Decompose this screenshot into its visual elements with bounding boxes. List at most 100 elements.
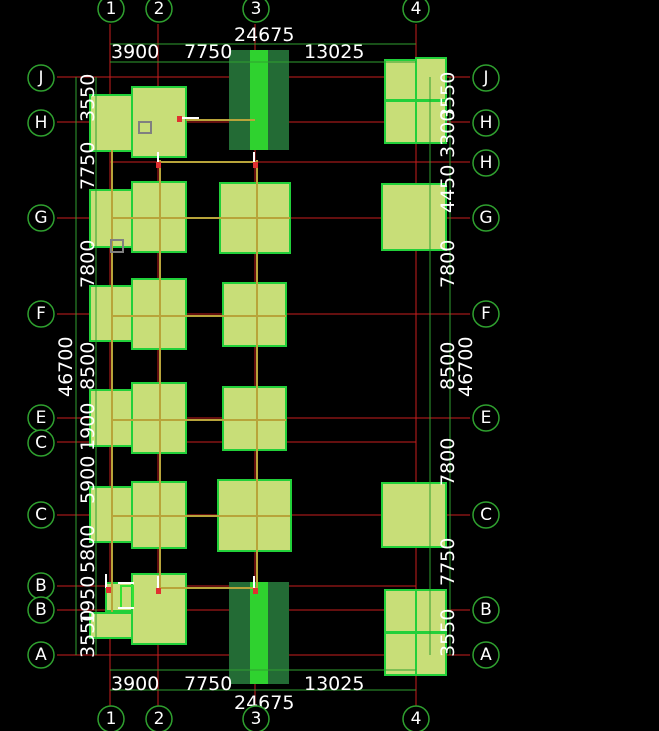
svg-text:H: H (35, 113, 48, 133)
axis-bubble-left-C[interactable]: C (27, 501, 55, 529)
shear-wall-top-core (250, 50, 268, 150)
shear-wall-bottom-core (250, 582, 268, 684)
svg-text:B: B (35, 576, 47, 596)
dim-left-seg-4: 8500 (77, 342, 99, 390)
svg-text:1: 1 (106, 709, 117, 729)
footing-4-J1[interactable] (384, 59, 417, 101)
footing-4-A1[interactable] (384, 632, 417, 676)
dim-right-seg-6: 7800 (437, 438, 459, 486)
dim-top-seg-2: 7750 (184, 41, 232, 63)
marker-dot-5 (177, 116, 182, 122)
dim-left-seg-8: 1950 (77, 576, 99, 624)
axis-bubble-left-E[interactable]: E (27, 404, 55, 432)
axis-bubble-left-A[interactable]: A (27, 641, 55, 669)
axis-bubble-left-B[interactable]: B (27, 596, 55, 624)
svg-text:2: 2 (154, 0, 165, 19)
footing-4-B1[interactable] (384, 589, 417, 633)
axis-bubble-right-F[interactable]: F (472, 300, 500, 328)
dim-bottom-seg-1: 3900 (111, 673, 159, 695)
column-markers (105, 116, 258, 609)
dim-bottom-seg-2: 7750 (184, 673, 232, 695)
dim-left-total-label: 46700 (55, 337, 77, 397)
svg-text:B: B (35, 600, 47, 620)
svg-text:3: 3 (251, 0, 262, 19)
axis-bubble-right-G[interactable]: G (472, 204, 500, 232)
axis-bubble-top-2[interactable]: 2 (145, 0, 173, 23)
shear-walls (229, 50, 289, 684)
footing-3-E[interactable] (222, 386, 287, 451)
axis-bubble-right-C[interactable]: C (472, 501, 500, 529)
axis-bubble-bottom-2[interactable]: 2 (145, 705, 173, 731)
marker-dot-4 (253, 588, 258, 594)
svg-text:1: 1 (106, 0, 117, 19)
axis-bubble-bottom-3[interactable]: 3 (242, 705, 270, 731)
axis-bubble-right-E[interactable]: E (472, 404, 500, 432)
dim-right-seg-8: 3550 (437, 609, 459, 657)
dim-left-seg-6: 5900 (77, 456, 99, 504)
dim-right-seg-7: 7750 (437, 538, 459, 586)
svg-text:3: 3 (251, 709, 262, 729)
marker-square-2 (110, 239, 124, 253)
marker-dot-3 (156, 588, 161, 594)
axis-bubble-left-C-upper[interactable]: C (27, 429, 55, 457)
axis-bubble-right-B[interactable]: B (472, 596, 500, 624)
dim-bottom-seg-3: 13025 (304, 673, 364, 695)
svg-text:G: G (34, 208, 47, 228)
marker-dot-6 (106, 587, 111, 593)
axis-bubble-top-4[interactable]: 4 (402, 0, 430, 23)
svg-text:4: 4 (411, 709, 422, 729)
axis-bubbles: 1 2 3 4 1 2 3 4 (27, 0, 500, 731)
svg-text:C: C (480, 505, 492, 525)
dim-right-total-label: 46700 (455, 337, 477, 397)
svg-text:B: B (480, 600, 492, 620)
axis-bubble-left-J[interactable]: J (27, 64, 55, 92)
svg-text:F: F (481, 304, 491, 324)
footing-3-F[interactable] (222, 282, 287, 347)
dim-left-seg-5: 1900 (77, 403, 99, 451)
footing-4-G[interactable] (381, 183, 447, 251)
footing-4-H2[interactable] (415, 100, 447, 144)
axis-bubble-left-G[interactable]: G (27, 204, 55, 232)
axis-bubble-top-1[interactable]: 1 (97, 0, 125, 23)
svg-text:F: F (36, 304, 46, 324)
dim-left-seg-1: 3550 (77, 74, 99, 122)
dim-right-seg-1: 3550 (437, 72, 459, 120)
dim-left-seg-9: 3550 (77, 610, 99, 658)
axis-bubble-right-A[interactable]: A (472, 641, 500, 669)
dimension-labels: 24675 3900 7750 13025 3900 7750 13025 24… (55, 24, 477, 714)
svg-text:2: 2 (154, 709, 165, 729)
footing-4-H1[interactable] (384, 100, 417, 144)
axis-bubble-right-H[interactable]: H (472, 109, 500, 137)
axis-bubble-top-3[interactable]: 3 (242, 0, 270, 23)
dim-right-seg-2: 3300 (437, 110, 459, 158)
svg-text:C: C (35, 433, 47, 453)
svg-text:G: G (479, 208, 492, 228)
svg-text:H: H (480, 153, 493, 173)
dim-right-seg-5: 8500 (437, 342, 459, 390)
dim-left-seg-7: 5800 (77, 525, 99, 573)
dim-top-total-label: 24675 (234, 24, 294, 46)
svg-text:E: E (481, 408, 492, 428)
footing-4-A2[interactable] (415, 632, 447, 676)
svg-text:J: J (37, 68, 43, 88)
axis-bubble-left-H[interactable]: H (27, 109, 55, 137)
footing-1-J[interactable] (89, 94, 135, 152)
axis-bubble-bottom-4[interactable]: 4 (402, 705, 430, 731)
svg-text:4: 4 (411, 0, 422, 19)
marker-dot-2 (253, 162, 258, 168)
axis-bubble-bottom-1[interactable]: 1 (97, 705, 125, 731)
dim-left-seg-2: 7750 (77, 142, 99, 190)
axis-bubble-left-F[interactable]: F (27, 300, 55, 328)
svg-text:C: C (35, 505, 47, 525)
svg-text:J: J (482, 68, 488, 88)
dimension-lines (75, 43, 451, 691)
dim-right-seg-4: 7800 (437, 240, 459, 288)
dim-right-seg-3: 4450 (437, 165, 459, 213)
axis-bubble-right-J[interactable]: J (472, 64, 500, 92)
axis-bubble-right-H-lower[interactable]: H (472, 149, 500, 177)
footing-4-C[interactable] (381, 482, 447, 548)
axis-bubble-left-B-upper[interactable]: B (27, 572, 55, 600)
dim-left-seg-3: 7800 (77, 240, 99, 288)
svg-text:E: E (36, 408, 47, 428)
